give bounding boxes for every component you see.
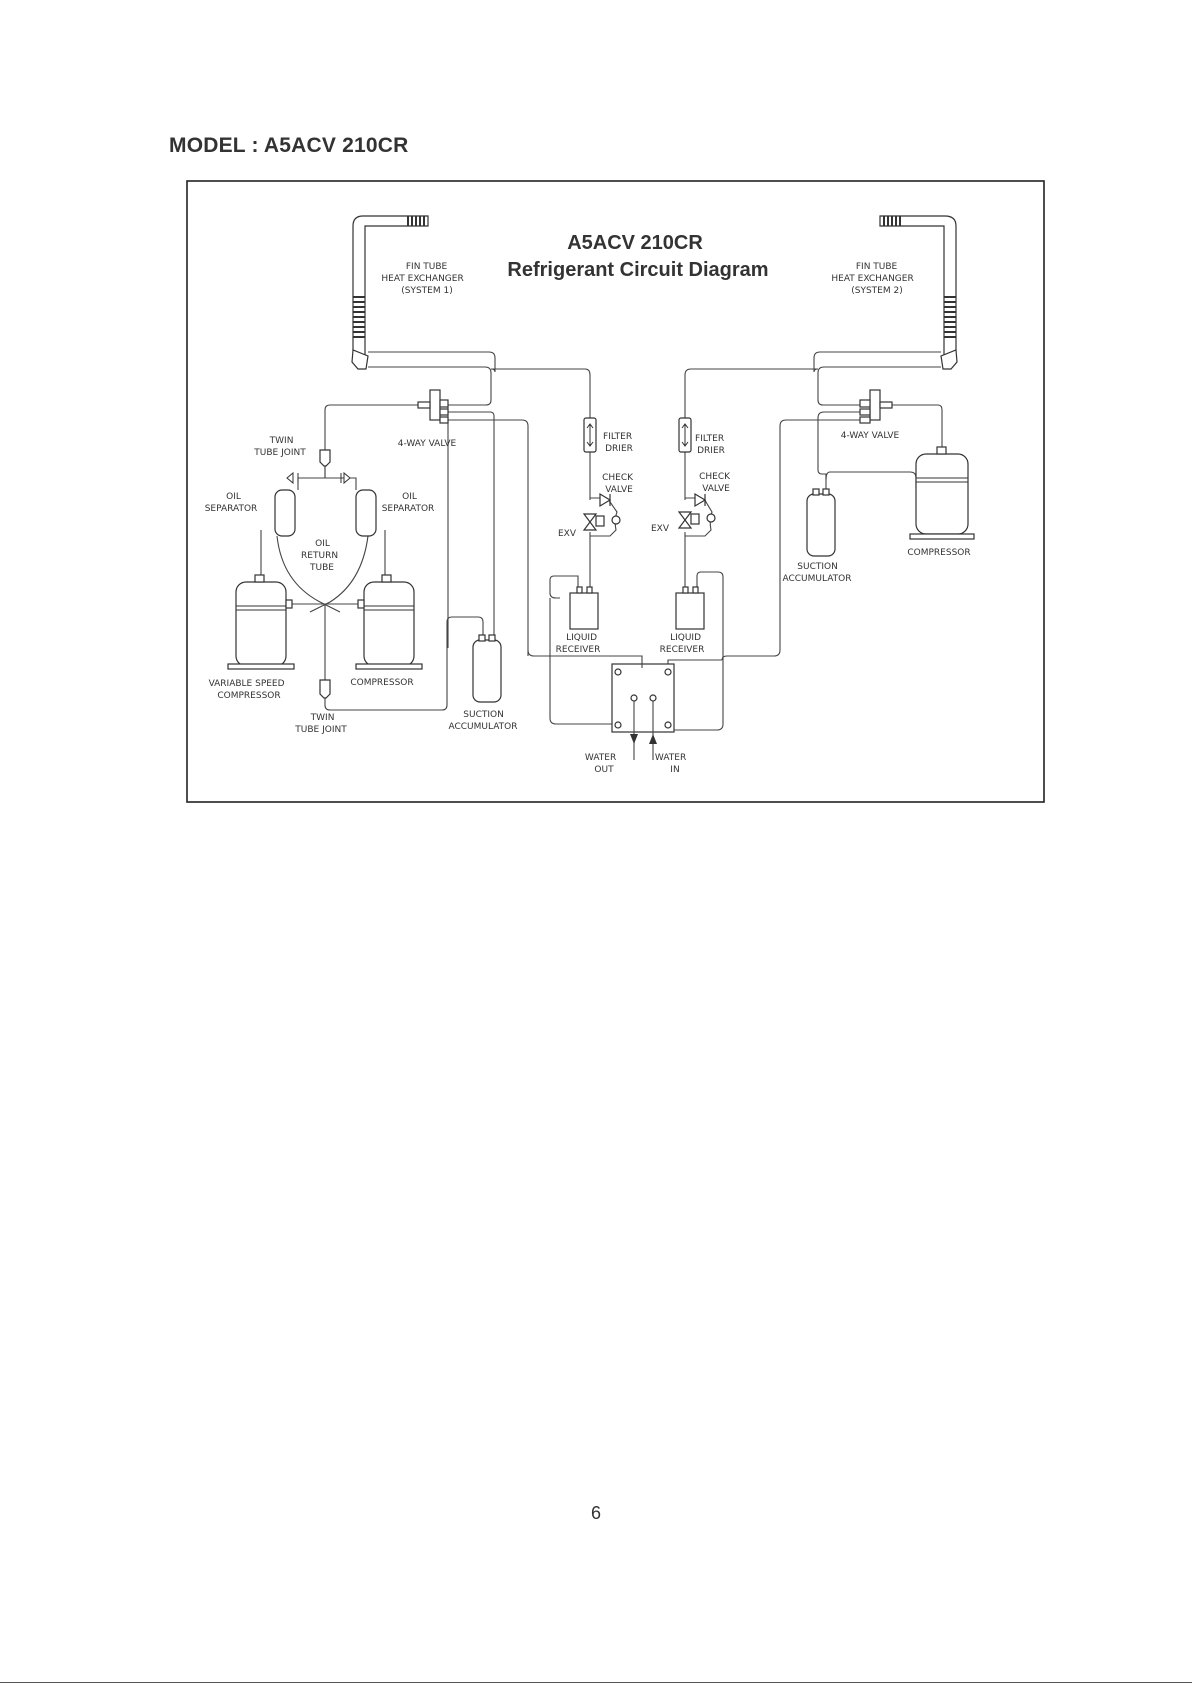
exv-1 xyxy=(582,513,621,531)
page-heading: MODEL : A5ACV 210CR xyxy=(169,134,409,157)
compressor-1 xyxy=(355,574,423,670)
system-2-piping xyxy=(667,351,943,731)
label-liquid-receiver-2: LIQUID RECEIVER xyxy=(660,633,705,655)
four-way-valve-1 xyxy=(417,389,449,424)
label-fin-tube-2: FIN TUBE HEAT EXCHANGER (SYSTEM 2) xyxy=(831,262,916,296)
label-4-way-valve-1: 4-WAY VALVE xyxy=(398,439,457,449)
label-4-way-valve-2: 4-WAY VALVE xyxy=(841,431,900,441)
label-water-out: WATER OUT xyxy=(585,753,619,775)
label-twin-tube-joint-bottom: TWIN TUBE JOINT xyxy=(294,713,347,735)
fin-tube-heat-exchanger-1 xyxy=(351,215,429,370)
oil-separator-right xyxy=(340,471,377,537)
exv-2 xyxy=(677,511,716,529)
filter-drier-1 xyxy=(583,417,597,453)
suction-accumulator-2 xyxy=(806,488,836,557)
suction-accumulator-1 xyxy=(472,634,502,703)
page-number: 6 xyxy=(590,1503,601,1523)
label-suction-accumulator-2: SUCTION ACCUMULATOR xyxy=(782,562,851,584)
label-twin-tube-joint-top: TWIN TUBE JOINT xyxy=(253,436,306,458)
label-check-valve-1: CHECK VALVE xyxy=(602,473,636,495)
label-check-valve-2: CHECK VALVE xyxy=(699,472,733,494)
variable-speed-compressor xyxy=(227,574,295,670)
four-way-valve-2 xyxy=(859,389,893,424)
liquid-receiver-2 xyxy=(675,586,705,630)
label-compressor-1: COMPRESSOR xyxy=(350,678,413,688)
plate-heat-exchanger xyxy=(611,663,675,760)
component-labels: FIN TUBE HEAT EXCHANGER (SYSTEM 1) FIN T… xyxy=(205,262,971,775)
twin-tube-joint-top xyxy=(319,449,331,467)
compressor-2 xyxy=(909,446,975,540)
label-variable-speed-compressor: VARIABLE SPEED COMPRESSOR xyxy=(209,679,288,701)
refrigerant-circuit-diagram: A5ACV 210CR Refrigerant Circuit Diagram xyxy=(186,180,1045,803)
label-suction-accumulator-1: SUCTION ACCUMULATOR xyxy=(448,710,517,732)
check-valve-1 xyxy=(599,492,612,508)
label-filter-drier-1: FILTER DRIER xyxy=(603,432,635,454)
check-valve-2 xyxy=(694,492,707,508)
label-exv-2: EXV xyxy=(651,524,670,534)
label-exv-1: EXV xyxy=(558,529,577,539)
page-bottom-rule xyxy=(0,1682,1192,1683)
label-fin-tube-1: FIN TUBE HEAT EXCHANGER (SYSTEM 1) xyxy=(381,262,466,296)
label-oil-separator-right: OIL SEPARATOR xyxy=(382,492,435,514)
diagram-title-model: A5ACV 210CR xyxy=(567,232,703,254)
label-oil-separator-left: OIL SEPARATOR xyxy=(205,492,258,514)
label-liquid-receiver-1: LIQUID RECEIVER xyxy=(556,633,601,655)
filter-drier-2 xyxy=(678,417,692,453)
label-water-in: WATER IN xyxy=(655,753,689,775)
twin-tube-joint-bottom xyxy=(319,679,331,699)
label-oil-return-tube: OIL RETURN TUBE xyxy=(301,539,341,573)
fin-tube-heat-exchanger-2 xyxy=(879,215,958,370)
label-filter-drier-2: FILTER DRIER xyxy=(695,434,727,456)
diagram-title-caption: Refrigerant Circuit Diagram xyxy=(507,259,768,281)
liquid-receiver-1 xyxy=(569,586,599,630)
label-compressor-2: COMPRESSOR xyxy=(907,548,970,558)
oil-separator-left xyxy=(274,471,299,537)
